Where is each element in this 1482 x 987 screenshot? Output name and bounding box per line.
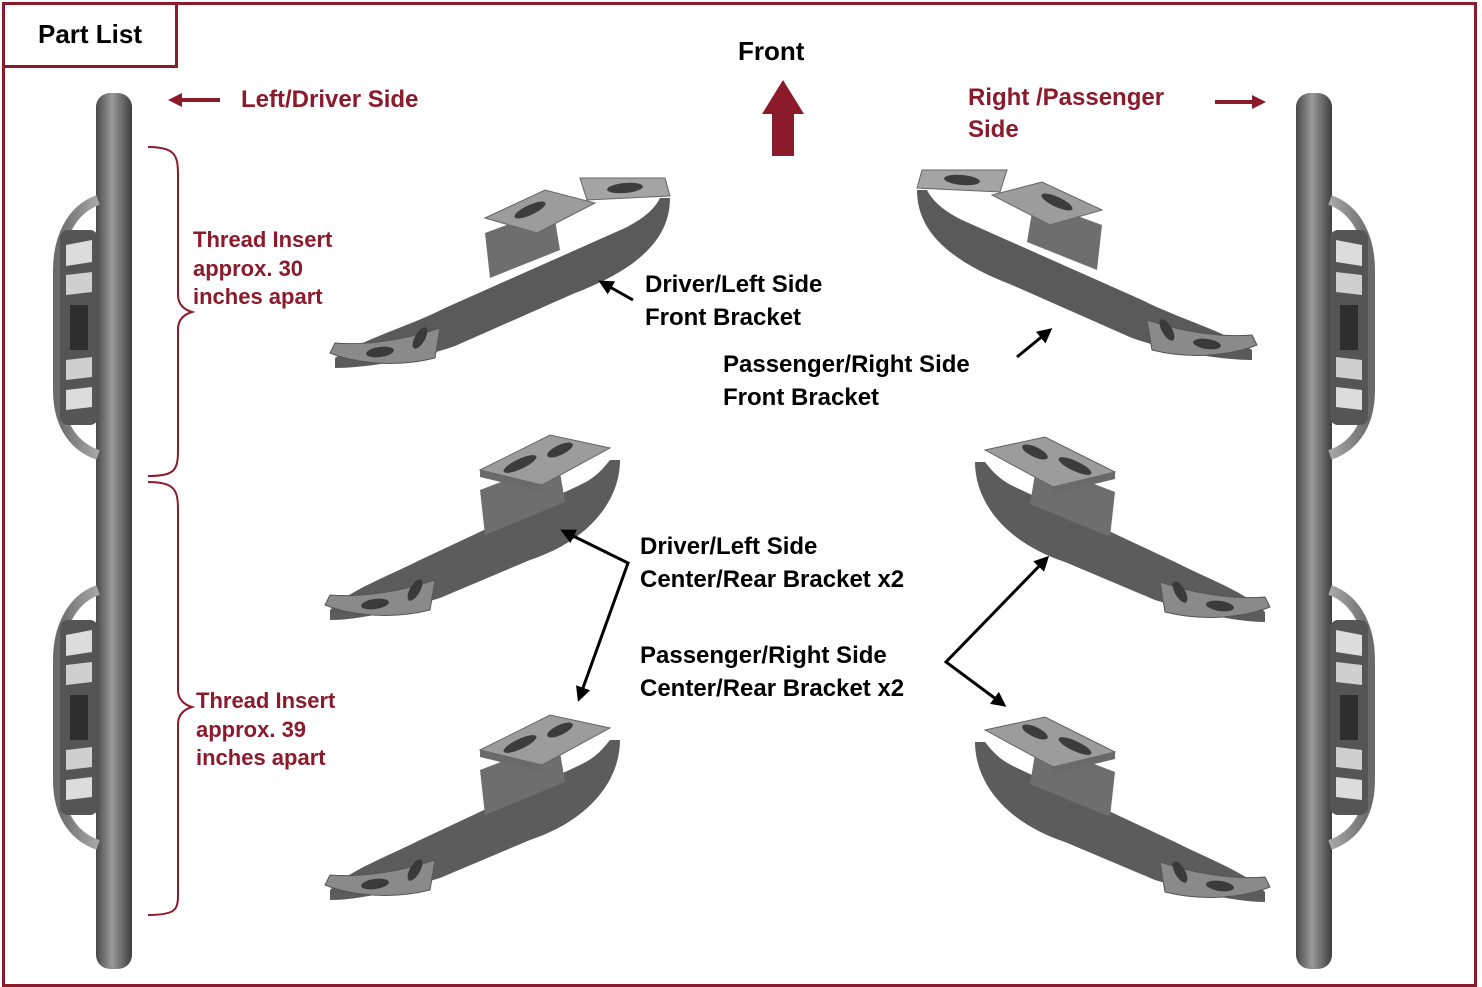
driver-front-leader [598, 280, 634, 302]
right-side-label-line1: Right /Passenger [968, 84, 1165, 111]
driver-center-callout-line2: Center/Rear Bracket x2 [640, 566, 905, 593]
driver-center-bracket-image-1 [324, 434, 621, 621]
thread-insert-upper-line3: inches apart [193, 284, 323, 310]
front-arrow-icon [762, 80, 804, 156]
right-running-board [1296, 93, 1370, 969]
driver-center-leader [560, 529, 630, 702]
passenger-center-callout: Passenger/Right Side Center/Rear Bracket… [640, 639, 904, 705]
page-title: Part List [37, 19, 143, 50]
driver-center-bracket-image-2 [324, 714, 621, 901]
driver-center-callout-line1: Driver/Left Side [640, 533, 818, 560]
thread-insert-upper-label: Thread Insert approx. 30 inches apart [193, 226, 332, 312]
brace-lower [147, 481, 196, 916]
passenger-center-bracket-image-1 [974, 436, 1271, 623]
passenger-center-bracket-image-2 [974, 716, 1271, 903]
title-box: Part List [2, 2, 178, 68]
passenger-center-callout-line2: Center/Rear Bracket x2 [640, 675, 905, 702]
driver-front-callout-line2: Front Bracket [645, 304, 802, 331]
right-side-arrow-icon [1215, 95, 1266, 109]
passenger-center-leader [943, 555, 1050, 707]
left-bar-step-upper [58, 200, 98, 455]
driver-center-callout: Driver/Left Side Center/Rear Bracket x2 [640, 530, 904, 596]
passenger-front-leader [1016, 328, 1053, 359]
brace-upper [147, 146, 196, 477]
left-bar-step-lower [58, 590, 98, 845]
passenger-front-callout-line1: Passenger/Right Side [723, 351, 970, 378]
passenger-front-callout: Passenger/Right Side Front Bracket [723, 348, 970, 414]
passenger-center-callout-line1: Passenger/Right Side [640, 642, 887, 669]
driver-front-bracket-image [329, 177, 671, 369]
left-side-arrow-icon [168, 93, 220, 107]
thread-insert-lower-label: Thread Insert approx. 39 inches apart [196, 687, 335, 773]
left-running-board [58, 93, 132, 969]
thread-insert-lower-line3: inches apart [196, 745, 326, 771]
thread-insert-lower-line1: Thread Insert [196, 688, 336, 713]
thread-insert-upper-line1: Thread Insert [193, 227, 333, 252]
driver-front-callout-line1: Driver/Left Side [645, 271, 823, 298]
thread-insert-upper-line2: approx. 30 [193, 255, 304, 281]
passenger-front-callout-line2: Front Bracket [723, 384, 880, 411]
left-side-label: Left/Driver Side [241, 86, 419, 113]
passenger-front-bracket-image [916, 169, 1258, 361]
front-label: Front [738, 36, 805, 66]
thread-insert-lower-line2: approx. 39 [196, 716, 307, 742]
right-side-label-line2: Side [968, 116, 1019, 143]
driver-front-callout: Driver/Left Side Front Bracket [645, 268, 822, 334]
